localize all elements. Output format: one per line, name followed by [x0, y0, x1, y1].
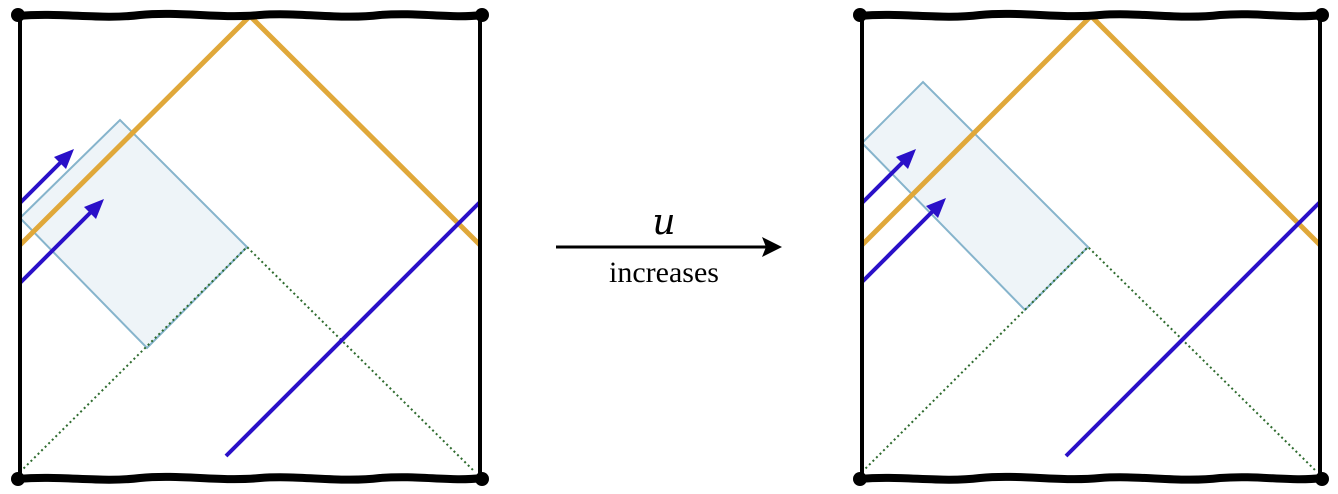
evolution-arrowhead: [762, 237, 782, 257]
left-singularity-top: [14, 9, 486, 21]
right-arrowhead-upper: [896, 149, 916, 169]
left-shaded-region: [18, 118, 249, 350]
right-corner-dot-tl: [853, 8, 867, 22]
left-signal-line-right: [224, 200, 482, 458]
right-signal-arrow-lower: [860, 206, 938, 284]
right-horizon-dotted-line: [861, 245, 1318, 473]
arrow-label-increases: increases: [609, 256, 719, 289]
left-arrowhead-lower: [84, 199, 104, 219]
left-signal-arrow-upper: [18, 157, 66, 205]
right-corner-dot-tr: [1315, 8, 1329, 22]
left-horizon-dotted-line: [19, 245, 476, 473]
left-corner-dot-bl: [11, 472, 25, 486]
left-panel: [11, 8, 489, 486]
right-singularity-bottom: [856, 472, 1326, 484]
right-arrowhead-lower: [926, 198, 946, 218]
right-signal-arrow-upper: [860, 157, 908, 205]
right-singularity-top: [856, 9, 1326, 21]
right-panel: [853, 8, 1329, 486]
left-corner-dot-tl: [11, 8, 25, 22]
right-signal-line-right: [1064, 200, 1322, 458]
left-corner-dot-tr: [475, 8, 489, 22]
left-corner-dot-br: [475, 472, 489, 486]
left-arrowhead-upper: [54, 149, 74, 169]
left-signal-arrow-lower: [18, 207, 96, 285]
right-corner-dot-bl: [853, 472, 867, 486]
left-singularity-bottom: [14, 472, 486, 484]
arrow-symbol-u: u: [652, 202, 675, 243]
right-corner-dot-br: [1315, 472, 1329, 486]
right-shaded-region: [860, 80, 1090, 312]
evolution-arrow: u increases: [556, 202, 782, 289]
